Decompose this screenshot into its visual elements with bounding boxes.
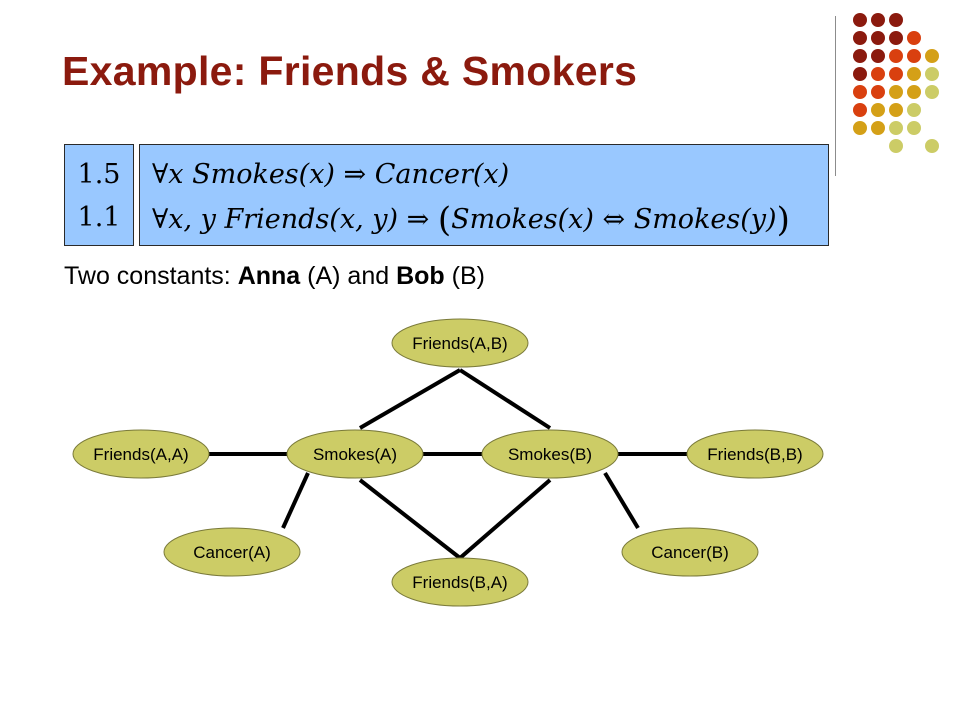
rule-2-open-paren: ( [437,200,452,240]
rule-2-weight: 1.1 [77,202,121,233]
node-label: Cancer(B) [651,543,728,562]
decorative-dot [853,85,867,99]
node-friends-ba: Friends(B,A) [391,557,529,607]
node-label: Friends(B,A) [412,573,507,592]
rule-2-close-paren: ) [776,200,790,240]
decorative-dot [853,103,867,117]
node-friends-bb: Friends(B,B) [686,429,824,479]
node-label: Friends(A,B) [412,334,507,353]
decorative-dot [907,67,921,81]
node-ellipse [621,527,759,577]
decorative-dot [853,13,867,27]
constants-line: Two constants: Anna (A) and Bob (B) [64,262,485,291]
node-smokes-b: Smokes(B) [481,429,619,479]
node-ellipse [72,429,210,479]
decorative-dot [871,121,885,135]
edge-smokes-a-friends-ba [358,478,462,560]
edge-smokes-a-cancer-a [281,472,310,529]
decorative-dot [889,67,903,81]
decorative-dot [853,49,867,63]
decorative-dot [925,67,939,81]
constant-abbr-b: (B) [444,262,485,290]
edge-smokes-b-cancer-b [603,471,640,530]
decorative-divider [835,16,836,176]
decorative-dot [889,139,903,153]
slide-title: Example: Friends & Smokers [62,48,638,94]
decorative-dot [907,31,921,45]
constant-abbr-a: (A) and [300,262,397,290]
decorative-dot [871,49,885,63]
decorative-dot [925,49,939,63]
rule-2-formula-body: Smokes(x) ⇔ Smokes(y) [451,204,777,235]
node-friends-ab: Friends(A,B) [391,318,529,368]
decorative-dot [889,103,903,117]
decorative-dot [889,121,903,135]
edge-friends-ab-smokes-b [458,368,552,430]
decorative-dot-grid [853,13,939,153]
node-ellipse [686,429,824,479]
rule-1-formula: ∀x Smokes(x) ⇒ Cancer(x) [152,159,510,190]
decorative-dot [853,67,867,81]
weights-box: 1.5 1.1 [64,144,134,246]
decorative-dot [907,49,921,63]
decorative-dot [925,85,939,99]
edge-friends-ab-smokes-a [358,368,462,430]
decorative-dot [907,103,921,117]
markov-network-graph: Friends(A,B) Friends(A,A) Smokes(A) Smokes(… [72,318,824,607]
rule-2-formula: ∀x, y Friends(x, y) ⇒ (Smokes(x) ⇔ Smoke… [152,200,790,240]
constant-name-anna: Anna [237,262,301,290]
node-ellipse [163,527,301,577]
decorative-dot [889,31,903,45]
node-friends-aa: Friends(A,A) [72,429,210,479]
decorative-dot [853,121,867,135]
node-label: Smokes(A) [313,445,397,464]
decorative-dot [853,31,867,45]
node-ellipse [286,429,424,479]
decorative-dot [889,85,903,99]
decorative-dot [871,13,885,27]
formulas-box: ∀x Smokes(x) ⇒ Cancer(x) ∀x, y Friends(x… [139,144,829,246]
edge-smokes-b-friends-ba [458,478,552,560]
decorative-dot [871,85,885,99]
decorative-dot [925,139,939,153]
node-ellipse [481,429,619,479]
decorative-dot [907,85,921,99]
node-label: Cancer(A) [193,543,270,562]
constant-name-bob: Bob [396,262,445,290]
decorative-dot [871,67,885,81]
rule-2-formula-prefix: ∀x, y Friends(x, y) ⇒ [152,204,438,235]
decorative-dot [871,31,885,45]
decorative-dot [889,49,903,63]
node-ellipse [391,318,529,368]
decorative-dot [889,13,903,27]
constants-prefix: Two constants: [64,262,238,290]
node-cancer-b: Cancer(B) [621,527,759,577]
decorative-dot [907,121,921,135]
decorative-dot [871,103,885,117]
node-label: Smokes(B) [508,445,592,464]
node-smokes-a: Smokes(A) [286,429,424,479]
node-ellipse [391,557,529,607]
rule-1-weight: 1.5 [77,159,121,190]
node-label: Friends(A,A) [93,445,188,464]
node-cancer-a: Cancer(A) [163,527,301,577]
node-label: Friends(B,B) [707,445,802,464]
